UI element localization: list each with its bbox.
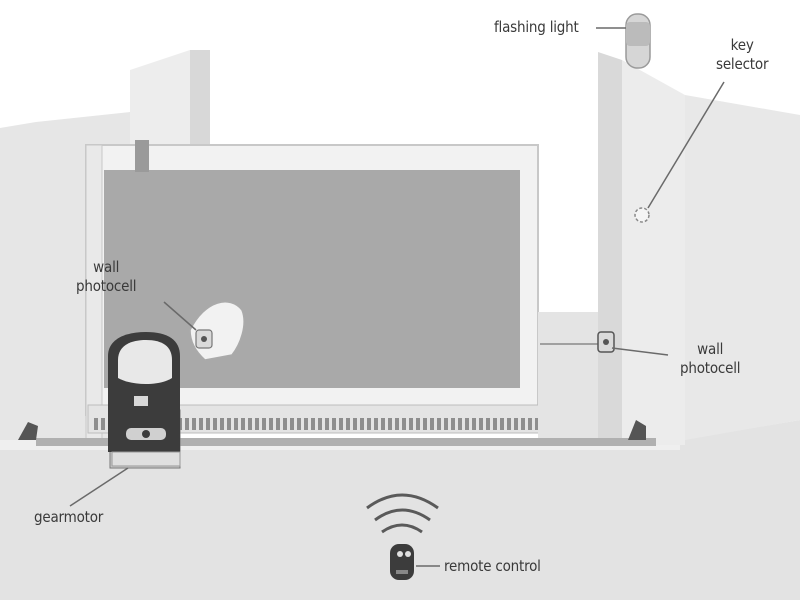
- label-wall-photocell-left-line2: photocell: [76, 277, 137, 295]
- key-selector-device: [634, 207, 650, 223]
- rack-tooth: [227, 418, 231, 430]
- rack-tooth: [493, 418, 497, 430]
- rack-tooth: [360, 418, 364, 430]
- rack-tooth: [297, 418, 301, 430]
- rack-tooth: [472, 418, 476, 430]
- label-flashing-light: flashing light: [494, 18, 579, 36]
- rack-tooth: [367, 418, 371, 430]
- rack-tooth: [465, 418, 469, 430]
- label-gearmotor: gearmotor: [34, 508, 104, 526]
- rack-tooth: [451, 418, 455, 430]
- right-photocell-block: [538, 312, 600, 440]
- rack-tooth: [346, 418, 350, 430]
- rack-tooth: [339, 418, 343, 430]
- label-key-selector: key selector: [716, 36, 769, 74]
- rack-tooth: [283, 418, 287, 430]
- right-rail-stop: [628, 420, 646, 440]
- flashing-light-device: [625, 13, 651, 69]
- leader-wall-photocell-left: [163, 301, 197, 331]
- rack-tooth: [409, 418, 413, 430]
- rack-tooth: [318, 418, 322, 430]
- label-key-selector-line1: key: [730, 36, 754, 54]
- rack-tooth: [276, 418, 280, 430]
- rack-tooth: [332, 418, 336, 430]
- left-pillar: [130, 50, 190, 148]
- rack-tooth: [514, 418, 518, 430]
- rack-tooth: [430, 418, 434, 430]
- rack-tooth: [241, 418, 245, 430]
- label-wall-photocell-left: wall photocell: [76, 258, 137, 296]
- label-wall-photocell-right-line1: wall: [697, 340, 724, 358]
- ground-rail: [36, 438, 656, 446]
- rack-tooth: [248, 418, 252, 430]
- right-pillar-front: [622, 60, 685, 445]
- leader-key-selector: [647, 81, 725, 209]
- label-wall-photocell-right-line2: photocell: [680, 359, 741, 377]
- rack-tooth: [199, 418, 203, 430]
- rack-tooth: [206, 418, 210, 430]
- rack-tooth: [388, 418, 392, 430]
- right-pillar: [598, 52, 622, 445]
- label-wall-photocell-left-line1: wall: [93, 258, 120, 276]
- rack-tooth: [353, 418, 357, 430]
- label-key-selector-line2: selector: [716, 55, 769, 73]
- rack-tooth: [220, 418, 224, 430]
- rack-tooth: [521, 418, 525, 430]
- left-rail-stop: [18, 422, 38, 440]
- leader-wall-photocell-right: [611, 347, 669, 356]
- rack-tooth: [234, 418, 238, 430]
- rack-tooth: [311, 418, 315, 430]
- rack-tooth: [479, 418, 483, 430]
- rack-tooth: [381, 418, 385, 430]
- rack-tooth: [535, 418, 539, 430]
- rack-tooth: [374, 418, 378, 430]
- rack-tooth: [507, 418, 511, 430]
- rack-tooth: [528, 418, 532, 430]
- rack-tooth: [304, 418, 308, 430]
- rack-tooth: [269, 418, 273, 430]
- gearmotor-device: [108, 332, 181, 469]
- rack-tooth: [213, 418, 217, 430]
- rack-tooth: [486, 418, 490, 430]
- wall-photocell-right-device: [597, 331, 615, 353]
- rack-tooth: [185, 418, 189, 430]
- wall-photocell-left-device: [189, 301, 245, 361]
- left-pillar-side: [190, 50, 210, 148]
- rack-tooth: [290, 418, 294, 430]
- rack-tooth: [94, 418, 98, 430]
- rack-tooth: [423, 418, 427, 430]
- rack-tooth: [395, 418, 399, 430]
- rack-tooth: [325, 418, 329, 430]
- label-remote-control: remote control: [444, 557, 541, 575]
- rack-tooth: [437, 418, 441, 430]
- rack-tooth: [192, 418, 196, 430]
- rack-tooth: [255, 418, 259, 430]
- rack-tooth: [458, 418, 462, 430]
- rack-tooth: [444, 418, 448, 430]
- leader-gearmotor: [69, 467, 129, 507]
- rack-tooth: [262, 418, 266, 430]
- gate-guide-post: [135, 140, 149, 172]
- rack-tooth: [402, 418, 406, 430]
- rack-tooth: [500, 418, 504, 430]
- right-wall: [685, 95, 800, 440]
- remote-control-device: [366, 493, 439, 580]
- rack-tooth: [416, 418, 420, 430]
- label-wall-photocell-right: wall photocell: [680, 340, 741, 378]
- rack-tooth: [101, 418, 105, 430]
